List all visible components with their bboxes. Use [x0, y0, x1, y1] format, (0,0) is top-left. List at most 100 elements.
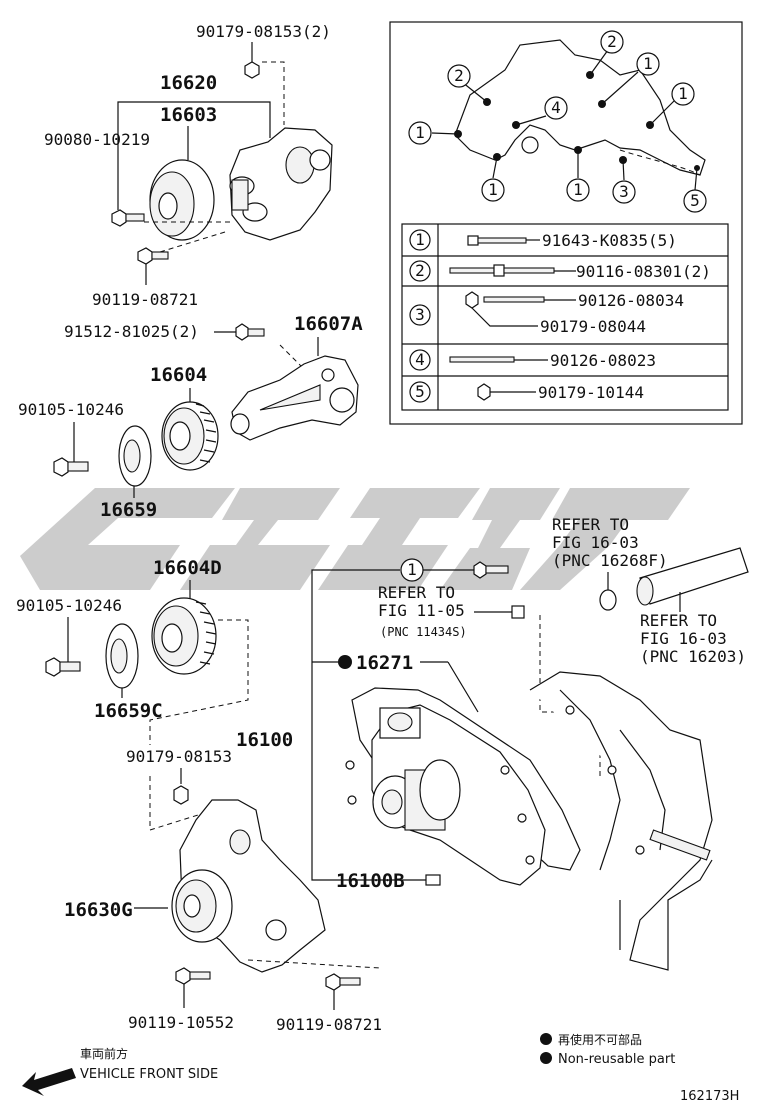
inset-parts-table: 1 91643-K0835(5) 2 90116-08301(2) 3 9012… [401, 223, 729, 411]
non-reusable-dot [338, 655, 352, 669]
legend: 再使用不可部品 Non-reusable part [540, 1032, 675, 1067]
svg-text:1: 1 [678, 84, 688, 103]
stud-16100B [425, 874, 441, 886]
callout-16659C: 16659C [94, 700, 163, 722]
svg-text:2: 2 [454, 66, 464, 85]
callout-90080-10219: 90080-10219 [44, 130, 150, 149]
idler-pulley-assembly-16620: 90179-08153(2) 16620 16603 90080-10219 9… [44, 22, 333, 309]
non-reusable-dot [540, 1052, 552, 1064]
non-reusable-dot [540, 1033, 552, 1045]
inset-marker: 1 [636, 52, 660, 76]
callout-90105-10246-b: 90105-10246 [16, 596, 122, 615]
refer-note-16203-l1: REFER TO [640, 611, 717, 630]
inset-marker: 1 [481, 178, 505, 202]
inset-panel: 1 2 1 4 1 2 1 3 1 5 1 91643-K0835(5) 2 [389, 21, 743, 425]
inset-marker: 5 [683, 189, 707, 213]
table-row: 2 90116-08301(2) [409, 260, 711, 282]
svg-text:1: 1 [488, 180, 498, 199]
direction-en: VEHICLE FRONT SIDE [80, 1067, 218, 1082]
refer-note-11434S-l1: REFER TO [378, 583, 455, 602]
callout-90179-08153: 90179-08153 [126, 747, 232, 766]
table-row: 5 90179-10144 [409, 381, 644, 403]
callout-16620: 16620 [160, 72, 217, 94]
bolt-icon [473, 561, 487, 579]
inset-dash [619, 149, 701, 176]
svg-text:1: 1 [573, 180, 583, 199]
circle-marker: 1 [400, 558, 424, 582]
o-ring-16268F [599, 589, 617, 611]
svg-text:5: 5 [415, 382, 425, 401]
legend-jp: 再使用不可部品 [558, 1032, 642, 1047]
callout-90179-08153-2: 90179-08153(2) [196, 22, 331, 41]
svg-text:90116-08301(2): 90116-08301(2) [576, 262, 711, 281]
callout-16603: 16603 [160, 104, 217, 126]
callout-90119-08721: 90119-08721 [92, 290, 198, 309]
inset-marker: 4 [544, 96, 568, 120]
svg-text:1: 1 [415, 230, 425, 249]
table-row: 3 90126-08034 90179-08044 [409, 291, 684, 336]
legend-en: Non-reusable part [558, 1052, 675, 1067]
svg-text:90179-10144: 90179-10144 [538, 383, 644, 402]
bolt-icon [45, 657, 61, 677]
svg-text:1: 1 [643, 54, 653, 73]
front-arrow-icon [22, 1068, 76, 1096]
callout-16630G: 16630G [64, 899, 133, 921]
inset-marker: 2 [600, 30, 624, 54]
callout-16271: 16271 [356, 652, 413, 674]
reference-notes: REFER TO FIG 16-03 (PNC 16268F) REFER TO… [378, 515, 749, 666]
refer-note-16203-l3: (PNC 16203) [640, 647, 746, 666]
callout-90119-08721-b: 90119-08721 [276, 1015, 382, 1034]
direction-jp: 車両前方 [80, 1046, 128, 1061]
inset-marker: 1 [671, 82, 695, 106]
callout-16100: 16100 [236, 729, 293, 751]
water-pump-16100: 16100 1 16271 16100B [236, 558, 601, 892]
svg-text:90126-08023: 90126-08023 [550, 351, 656, 370]
svg-text:2: 2 [607, 32, 617, 51]
callout-16604D: 16604D [153, 557, 222, 579]
nut-icon [173, 785, 189, 805]
callout-16607A: 16607A [294, 313, 363, 335]
nut-icon [244, 61, 260, 79]
inset-border [389, 21, 743, 425]
svg-text:4: 4 [415, 350, 425, 369]
refer-note-11434S-l3: (PNC 11434S) [380, 625, 467, 639]
svg-text:91643-K0835(5): 91643-K0835(5) [542, 231, 677, 250]
front-direction: 車両前方 VEHICLE FRONT SIDE [22, 1046, 218, 1096]
svg-text:2: 2 [415, 261, 425, 280]
refer-note-16268F-l1: REFER TO [552, 515, 629, 534]
svg-text:5: 5 [690, 191, 700, 210]
diagram-id: 162173H [680, 1089, 739, 1104]
svg-text:3: 3 [619, 182, 629, 201]
refer-note-16268F-l2: FIG 16-03 [552, 533, 639, 552]
inset-marker: 2 [447, 64, 471, 88]
svg-text:3: 3 [415, 305, 425, 324]
bolt-icon [235, 323, 249, 341]
refer-note-16203-l2: FIG 16-03 [640, 629, 727, 648]
pulley-16604: 16604 90105-10246 16659 [18, 364, 219, 521]
inset-marker: 3 [612, 180, 636, 204]
timing-cover-partial [529, 671, 713, 971]
callout-90105-10246: 90105-10246 [18, 400, 124, 419]
watermark-logo [20, 488, 690, 590]
inset-marker: 1 [566, 178, 590, 202]
svg-text:90126-08034: 90126-08034 [578, 291, 684, 310]
callout-16604: 16604 [150, 364, 207, 386]
svg-text:4: 4 [551, 98, 561, 117]
svg-text:1: 1 [407, 560, 417, 579]
callout-90119-10552: 90119-10552 [128, 1013, 234, 1032]
inset-marker: 1 [408, 121, 432, 145]
table-row: 4 90126-08023 [409, 349, 656, 371]
dowel-pin [511, 605, 525, 619]
svg-text:1: 1 [415, 123, 425, 142]
bolt-icon [175, 967, 191, 985]
bolt-icon [111, 209, 127, 227]
callout-16659: 16659 [100, 499, 157, 521]
callout-16100B: 16100B [336, 870, 405, 892]
bolt-icon [137, 247, 153, 265]
inset-boss [521, 136, 539, 154]
svg-text:90179-08044: 90179-08044 [540, 317, 646, 336]
callout-91512-81025-2: 91512-81025(2) [64, 322, 199, 341]
refer-note-11434S-l2: FIG 11-05 [378, 601, 465, 620]
bolt-icon [325, 973, 341, 991]
refer-note-16268F-l3: (PNC 16268F) [552, 551, 668, 570]
